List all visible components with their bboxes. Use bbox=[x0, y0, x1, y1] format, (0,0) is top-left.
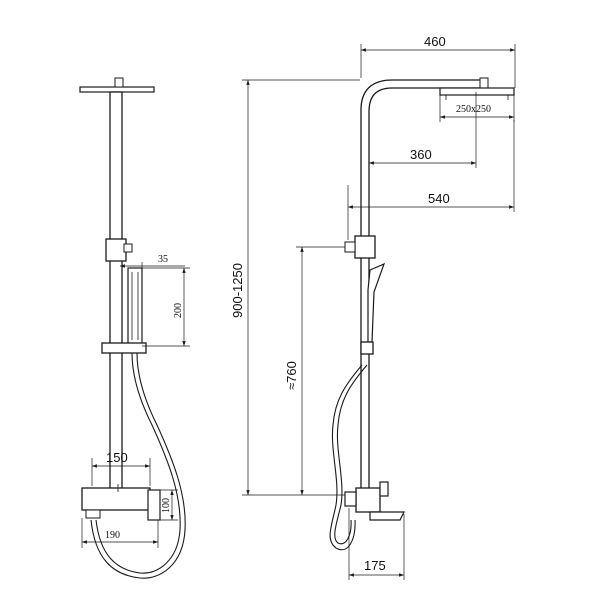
front-view: 460 250x250 360 540 900-1250 ≈760 175 bbox=[230, 34, 516, 580]
mixer-body-front bbox=[355, 487, 381, 513]
dim-900-1250-label: 900-1250 bbox=[230, 263, 245, 318]
dim-200-label: 200 bbox=[173, 303, 184, 318]
hand-shower-front bbox=[367, 262, 386, 343]
dim-100-label: 100 bbox=[161, 498, 172, 513]
mixer-body-side bbox=[81, 487, 151, 511]
hand-shower-side bbox=[127, 267, 143, 347]
dim-360-label: 360 bbox=[410, 147, 432, 162]
shower-arm-connector bbox=[114, 77, 124, 88]
dim-460-label: 460 bbox=[424, 34, 446, 49]
diverter-knob-side bbox=[123, 243, 133, 253]
diverter-block-side bbox=[105, 238, 127, 262]
dim-190-label: 190 bbox=[105, 530, 120, 541]
mixer-handle-side bbox=[147, 489, 161, 521]
spout-side bbox=[85, 509, 101, 519]
hose-side bbox=[95, 352, 181, 574]
dim-35-label: 35 bbox=[158, 254, 168, 265]
slide-bracket-side bbox=[101, 342, 147, 354]
dim-250x250-label: 250x250 bbox=[456, 104, 491, 115]
overhead-shower-head bbox=[79, 86, 155, 93]
dim-540-label: 540 bbox=[428, 191, 450, 206]
shower-arm-front bbox=[360, 79, 487, 501]
side-view: 35 200 150 100 190 bbox=[79, 77, 190, 579]
hose-front bbox=[329, 364, 363, 551]
diverter-block-front bbox=[354, 235, 376, 259]
overhead-shower-head-front bbox=[439, 87, 515, 96]
riser-pipe-side bbox=[109, 91, 123, 493]
dim-760-label: ≈760 bbox=[284, 361, 299, 390]
slide-bracket-front bbox=[360, 341, 374, 355]
spout-front bbox=[369, 511, 405, 521]
dim-175-label: 175 bbox=[364, 558, 386, 573]
diverter-knob-front bbox=[344, 241, 356, 253]
dim-150-label: 150 bbox=[106, 450, 128, 465]
mixer-handle-right bbox=[379, 481, 389, 497]
mixer-handle-left bbox=[344, 491, 357, 507]
